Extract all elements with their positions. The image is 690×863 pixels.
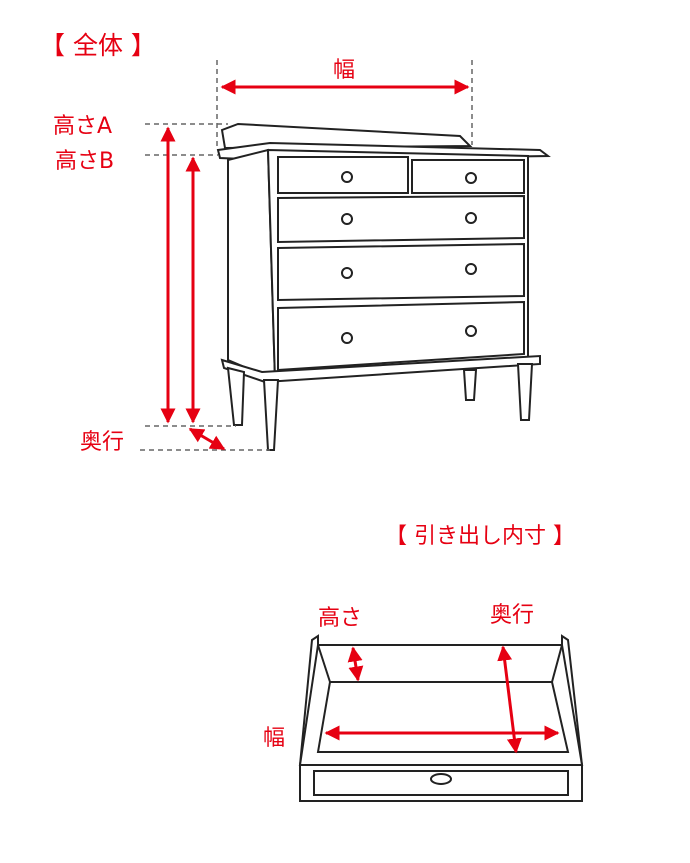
depth-label: 奥行 bbox=[80, 430, 125, 455]
dimension-guides bbox=[140, 60, 473, 451]
width-label: 幅 bbox=[333, 58, 356, 83]
drawer-drawing bbox=[298, 634, 584, 802]
chest-of-drawers bbox=[216, 122, 551, 451]
overall-title: 【 全体 】 bbox=[40, 31, 156, 60]
drawer-title: 【 引き出し内寸 】 bbox=[385, 524, 575, 549]
drawer-depth-label: 奥行 bbox=[490, 603, 535, 628]
drawer-height-label: 高さ bbox=[318, 606, 363, 631]
height-b-label: 高さB bbox=[55, 149, 115, 174]
drawer-width-label: 幅 bbox=[263, 726, 286, 751]
dimension-arrows bbox=[160, 79, 470, 451]
drawer-dimension-arrows bbox=[324, 645, 560, 754]
height-a-label: 高さA bbox=[53, 114, 113, 139]
drawer-knobs bbox=[341, 171, 477, 344]
